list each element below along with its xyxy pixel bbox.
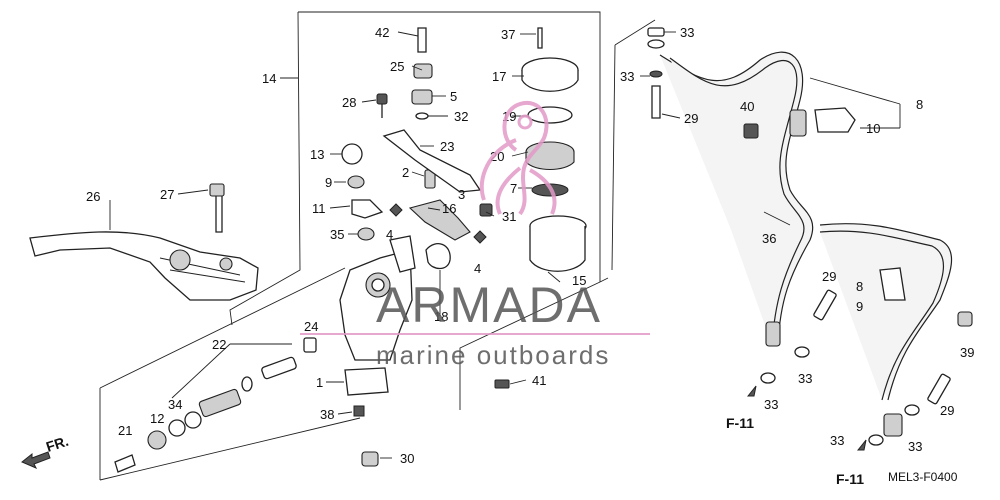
- callout-37: 37: [501, 27, 515, 42]
- callout-16: 16: [442, 201, 456, 216]
- callout-4-a: 4: [386, 227, 393, 242]
- callout-32: 32: [454, 109, 468, 124]
- callout-30: 30: [400, 451, 414, 466]
- octopus-logo-icon: [479, 100, 557, 216]
- callout-14: 14: [262, 71, 276, 86]
- callout-33-e: 33: [830, 433, 844, 448]
- callout-labels: 42 37 33 25 17 33 14 5 28 8 40 32 19 29 …: [86, 25, 974, 466]
- piston-assembly: [114, 337, 317, 473]
- callout-31: 31: [502, 209, 516, 224]
- callout-39: 39: [960, 345, 974, 360]
- callout-5: 5: [450, 89, 457, 104]
- callout-36: 36: [762, 231, 776, 246]
- callout-33-c: 33: [798, 371, 812, 386]
- brake-hoses: [647, 27, 973, 446]
- assembly-frame: [99, 11, 656, 481]
- callout-33-b: 33: [620, 69, 634, 84]
- f11-marker-a: F-11: [726, 415, 754, 431]
- f11-arrow-up-icon: [746, 385, 757, 397]
- callout-22: 22: [212, 337, 226, 352]
- callout-13: 13: [310, 147, 324, 162]
- direction-markers: FR. F-11 F-11: [21, 385, 867, 487]
- callout-11: 11: [312, 201, 326, 216]
- switch-and-fittings: [341, 129, 510, 467]
- callout-1: 1: [316, 375, 323, 390]
- f11-marker-b: F-11: [836, 471, 864, 487]
- callout-8-b: 8: [856, 279, 863, 294]
- callout-12: 12: [150, 411, 164, 426]
- callout-8-a: 8: [916, 97, 923, 112]
- callout-29-c: 29: [940, 403, 954, 418]
- diagram-code: MEL3-F0400: [888, 470, 958, 484]
- callout-26: 26: [86, 189, 100, 204]
- callout-28: 28: [342, 95, 356, 110]
- callout-17: 17: [492, 69, 506, 84]
- callout-29-a: 29: [684, 111, 698, 126]
- callout-38: 38: [320, 407, 334, 422]
- callout-33-f: 33: [908, 439, 922, 454]
- front-arrow-icon: [21, 451, 51, 469]
- callout-34: 34: [168, 397, 182, 412]
- callout-35: 35: [330, 227, 344, 242]
- callout-29-b: 29: [822, 269, 836, 284]
- callout-3: 3: [458, 187, 465, 202]
- callout-9-a: 9: [325, 175, 332, 190]
- watermark-brand: ARMADA: [376, 277, 602, 333]
- brake-lever: [29, 183, 259, 301]
- callout-27: 27: [160, 187, 174, 202]
- watermark-tagline: marine outboards: [376, 340, 610, 370]
- callout-33-a: 33: [680, 25, 694, 40]
- callout-40: 40: [740, 99, 754, 114]
- callout-20: 20: [490, 149, 504, 164]
- callout-24: 24: [304, 319, 318, 334]
- f11-arrow-down-icon: [856, 439, 867, 451]
- callout-15: 15: [572, 273, 586, 288]
- callout-25: 25: [390, 59, 404, 74]
- callout-10: 10: [866, 121, 880, 136]
- callout-23: 23: [440, 139, 454, 154]
- callout-7: 7: [510, 181, 517, 196]
- callout-2: 2: [402, 165, 409, 180]
- callout-18: 18: [434, 309, 448, 324]
- callout-42: 42: [375, 25, 389, 40]
- callout-33-d: 33: [764, 397, 778, 412]
- leader-lines: [109, 31, 901, 459]
- callout-41: 41: [532, 373, 546, 388]
- front-marker: FR.: [44, 433, 70, 455]
- callout-21: 21: [118, 423, 132, 438]
- watermark: ARMADA marine outboards: [300, 100, 650, 370]
- master-cylinder-body: [339, 235, 416, 396]
- callout-9-b: 9: [856, 299, 863, 314]
- callout-4-b: 4: [474, 261, 481, 276]
